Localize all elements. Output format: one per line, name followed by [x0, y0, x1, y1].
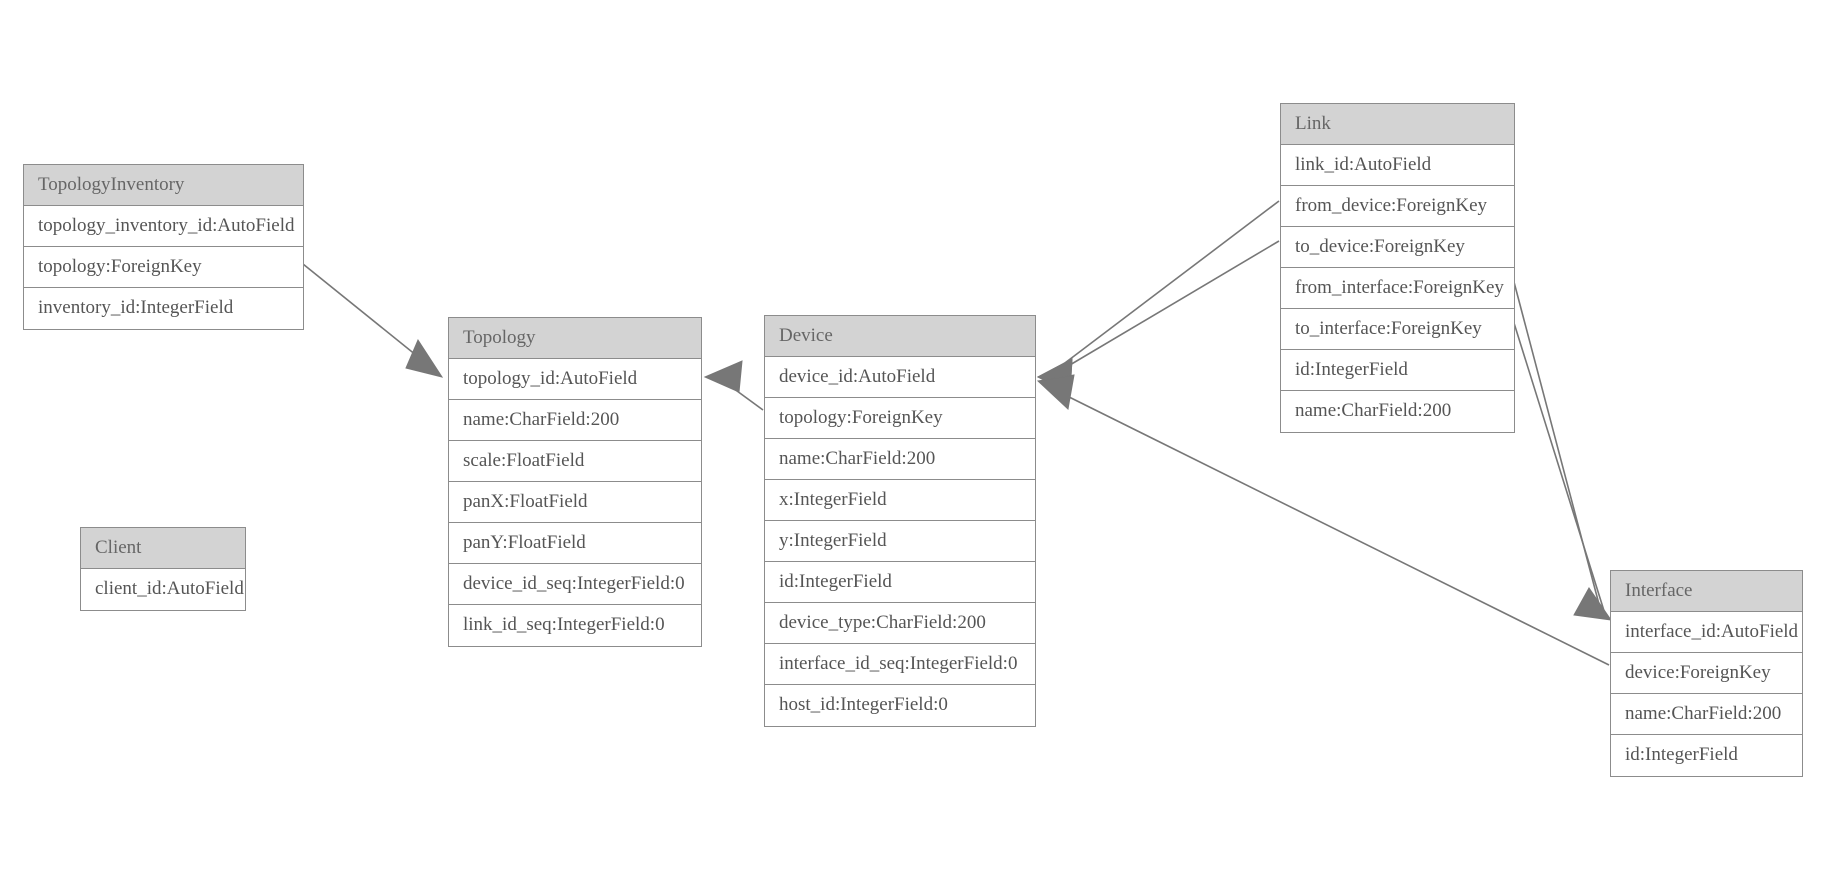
- relationship-arrowhead: [1036, 358, 1073, 394]
- entity-link-field: to_interface:ForeignKey: [1281, 309, 1514, 350]
- entity-device-field: x:IntegerField: [765, 480, 1035, 521]
- entity-topologyinventory-title: TopologyInventory: [24, 165, 303, 206]
- entity-link-field: to_device:ForeignKey: [1281, 227, 1514, 268]
- entity-topology-field: topology_id:AutoField: [449, 359, 701, 400]
- entity-device-field: device_type:CharField:200: [765, 603, 1035, 644]
- relationship-arrowhead: [703, 360, 743, 393]
- entity-device-field: id:IntegerField: [765, 562, 1035, 603]
- relationship-line: [302, 263, 433, 369]
- relationship-link-from-device: [1036, 200, 1280, 394]
- entity-topology-field: panY:FloatField: [449, 523, 701, 564]
- entity-topologyinventory-field: topology_inventory_id:AutoField: [24, 206, 303, 247]
- relationship-line: [1513, 281, 1601, 609]
- relationship-arrowhead: [1036, 374, 1075, 410]
- entity-topology-field: scale:FloatField: [449, 441, 701, 482]
- entity-link-field: id:IntegerField: [1281, 350, 1514, 391]
- relationship-line: [1052, 200, 1280, 373]
- relationship-link-to-interface: [1513, 322, 1613, 621]
- entity-link-title: Link: [1281, 104, 1514, 145]
- entity-device-field: device_id:AutoField: [765, 357, 1035, 398]
- entity-topology-field: name:CharField:200: [449, 400, 701, 441]
- entity-interface-field: interface_id:AutoField: [1611, 612, 1802, 653]
- relationship-arrowhead: [405, 338, 444, 378]
- entity-device-field: host_id:IntegerField:0: [765, 685, 1035, 726]
- entity-topology-field: panX:FloatField: [449, 482, 701, 523]
- entity-topology-field: device_id_seq:IntegerField:0: [449, 564, 701, 605]
- relationship-device-topology: [703, 360, 764, 411]
- entity-device-field: name:CharField:200: [765, 439, 1035, 480]
- relationship-topologyinventory-topology: [302, 263, 444, 378]
- entity-client-field: client_id:AutoField: [81, 569, 245, 610]
- entity-device-field: y:IntegerField: [765, 521, 1035, 562]
- relationship-arrowhead: [1573, 587, 1613, 621]
- entity-link-field: link_id:AutoField: [1281, 145, 1514, 186]
- entity-client-title: Client: [81, 528, 245, 569]
- entity-interface-field: name:CharField:200: [1611, 694, 1802, 735]
- entity-interface-field: id:IntegerField: [1611, 735, 1802, 776]
- relationship-line: [1052, 240, 1280, 376]
- entity-topology-field: link_id_seq:IntegerField:0: [449, 605, 701, 646]
- entity-device-field: topology:ForeignKey: [765, 398, 1035, 439]
- entity-link-field: from_interface:ForeignKey: [1281, 268, 1514, 309]
- relationship-line: [1513, 322, 1606, 615]
- entity-link-field: name:CharField:200: [1281, 391, 1514, 432]
- relationship-link-from-interface: [1513, 281, 1601, 609]
- entity-topology-title: Topology: [449, 318, 701, 359]
- relationship-line: [721, 379, 764, 411]
- entity-topologyinventory-field: topology:ForeignKey: [24, 247, 303, 288]
- entity-link-field: from_device:ForeignKey: [1281, 186, 1514, 227]
- relationship-arrowhead: [1036, 358, 1073, 394]
- entity-device-title: Device: [765, 316, 1035, 357]
- entity-interface-field: device:ForeignKey: [1611, 653, 1802, 694]
- entity-device-field: interface_id_seq:IntegerField:0: [765, 644, 1035, 685]
- entity-interface-title: Interface: [1611, 571, 1802, 612]
- relationship-link-to-device: [1036, 240, 1280, 394]
- entity-topologyinventory-field: inventory_id:IntegerField: [24, 288, 303, 329]
